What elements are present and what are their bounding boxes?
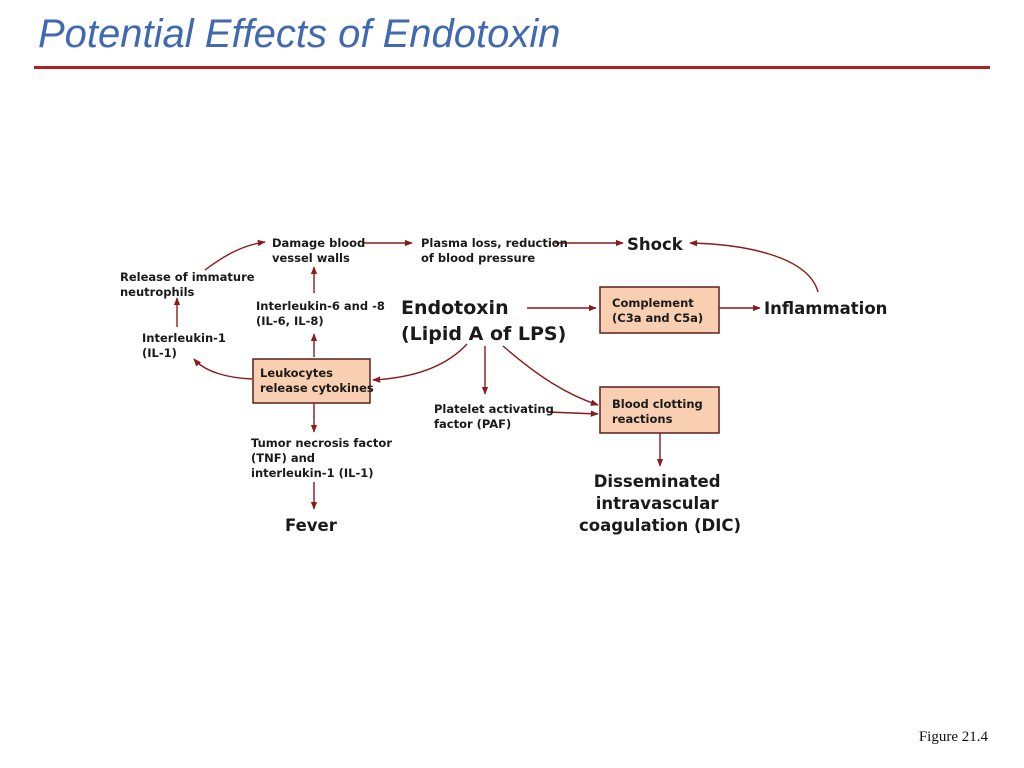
fever-label: Fever — [285, 516, 338, 535]
blood-clotting-box — [599, 386, 720, 434]
plasma-loss-label: Plasma loss, reduction of blood pressure — [421, 236, 572, 265]
leukocytes-box — [252, 358, 371, 404]
title-divider — [34, 66, 990, 69]
damage-vessels-label: Damage blood vessel walls — [272, 236, 369, 265]
il1-label: Interleukin-1 (IL-1) — [142, 331, 230, 360]
endotoxin-label: Endotoxin (Lipid A of LPS) — [401, 297, 566, 345]
dic-label: Disseminated intravascular coagulation (… — [579, 472, 741, 535]
tnf-label: Tumor necrosis factor (TNF) and interleu… — [251, 436, 396, 480]
arrow-leukocytes-to-il1 — [193, 358, 253, 380]
shock-label: Shock — [627, 235, 684, 254]
paf-label: Platelet activating factor (PAF) — [434, 402, 558, 431]
arrow-endotoxin-to-clotting — [502, 345, 599, 406]
blood-clotting-label: Blood clotting reactions — [612, 397, 707, 426]
inflammation-label: Inflammation — [764, 299, 887, 318]
leukocytes-label: Leukocytes release cytokines — [260, 366, 374, 395]
immature-neutrophils-label: Release of immature neutrophils — [120, 270, 259, 299]
figure-label: Figure 21.4 — [918, 729, 988, 745]
arrow-neutrophils-to-damage — [204, 239, 266, 271]
complement-box — [599, 286, 720, 334]
il6-il8-label: Interleukin-6 and -8 (IL-6, IL-8) — [256, 299, 389, 328]
arrow-paf-to-clotting — [547, 410, 599, 417]
slide-title: Potential Effects of Endotoxin — [38, 12, 561, 56]
arrow-inflammation-to-shock — [689, 239, 819, 293]
complement-label: Complement (C3a and C5a) — [612, 296, 703, 325]
arrow-endotoxin-to-leukocytes — [372, 343, 468, 383]
